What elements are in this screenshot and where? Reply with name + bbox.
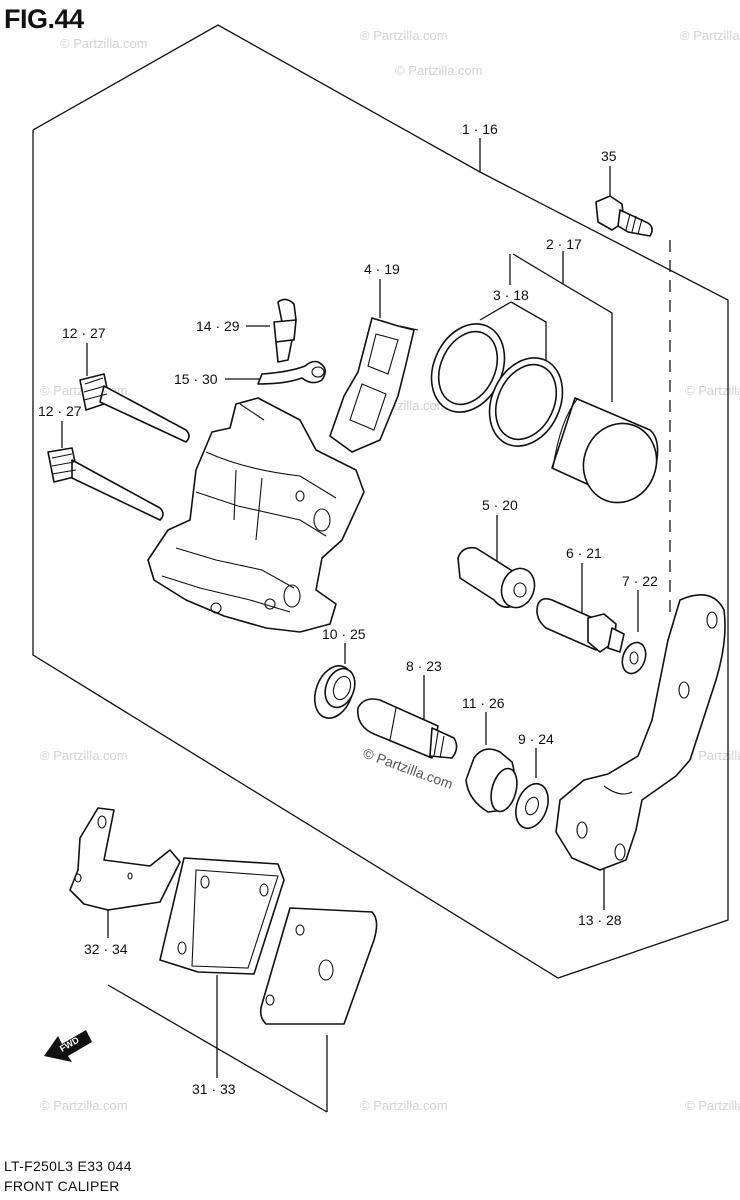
part-label: 15 · 30 xyxy=(174,371,218,387)
leader-lines xyxy=(61,138,671,1113)
part-label: 1 · 16 xyxy=(462,121,498,137)
watermark: © Partzilla.com xyxy=(60,36,148,51)
part-label: 11 · 26 xyxy=(462,695,505,711)
brake-pad-outer xyxy=(259,907,378,1025)
fwd-arrow-icon: FWD xyxy=(44,1030,92,1062)
figure-title: FIG.44 xyxy=(4,4,84,34)
pin-boot-2 xyxy=(465,748,518,813)
part-label: 12 · 27 xyxy=(62,325,106,341)
part-label: 12 · 27 xyxy=(38,403,82,419)
pin-bolt xyxy=(536,597,625,653)
part-label: 7 · 22 xyxy=(622,573,658,589)
part-label: 4 · 19 xyxy=(364,261,400,277)
pad-shim xyxy=(69,807,181,911)
washer-9-24 xyxy=(515,782,549,830)
bleeder-valve xyxy=(273,298,297,363)
pin-boot xyxy=(313,665,356,719)
assembly-outline xyxy=(32,24,729,979)
part-labels: 1 · 16 2 · 17 3 · 18 4 · 19 5 · 20 6 · 2… xyxy=(38,121,658,1097)
part-label: 31 · 33 xyxy=(192,1081,236,1097)
pad-spring xyxy=(329,317,419,453)
washer-7-22 xyxy=(621,641,647,675)
part-label: 3 · 18 xyxy=(493,287,529,303)
watermark: © Partzilla.com xyxy=(395,63,483,78)
watermark: © Partzilla.com xyxy=(685,748,740,763)
watermarks: © Partzilla.com © Partzilla.com © Partzi… xyxy=(40,28,740,1113)
watermark: © Partzilla.com xyxy=(360,1098,448,1113)
part-label: 32 · 34 xyxy=(84,941,128,957)
watermark: © Partzilla.com xyxy=(685,1098,740,1113)
slide-pin-upper xyxy=(79,373,190,443)
watermark: © Partzilla.com xyxy=(360,28,448,43)
caliper-pin xyxy=(357,698,458,759)
watermark: © Partzilla.com xyxy=(40,1098,128,1113)
part-label: 10 · 25 xyxy=(322,626,366,642)
part-label: 35 xyxy=(601,148,617,164)
model-code: LT-F250L3 E33 044 xyxy=(4,1158,132,1174)
brake-pad-inner xyxy=(159,857,285,975)
caliper-body xyxy=(147,397,365,633)
slide-sleeve xyxy=(457,546,536,609)
part-label: 14 · 29 xyxy=(196,318,240,334)
part-label: 6 · 21 xyxy=(566,545,602,561)
figure-name: FRONT CALIPER xyxy=(4,1178,120,1194)
bolt-35 xyxy=(595,195,653,237)
watermark: © Partzilla.com xyxy=(685,383,740,398)
piston xyxy=(551,397,659,504)
caliper-bracket xyxy=(555,594,726,871)
part-label: 2 · 17 xyxy=(546,236,582,252)
part-label: 8 · 23 xyxy=(406,658,442,674)
watermark: © Partzilla.com xyxy=(680,28,740,43)
bleeder-cap xyxy=(257,360,326,385)
part-label: 13 · 28 xyxy=(578,912,622,928)
slide-pin-lower xyxy=(47,447,164,521)
watermark: © Partzilla.com xyxy=(40,748,128,763)
part-label: 5 · 20 xyxy=(482,497,518,513)
part-label: 9 · 24 xyxy=(518,731,554,747)
piston-seals xyxy=(430,323,564,447)
